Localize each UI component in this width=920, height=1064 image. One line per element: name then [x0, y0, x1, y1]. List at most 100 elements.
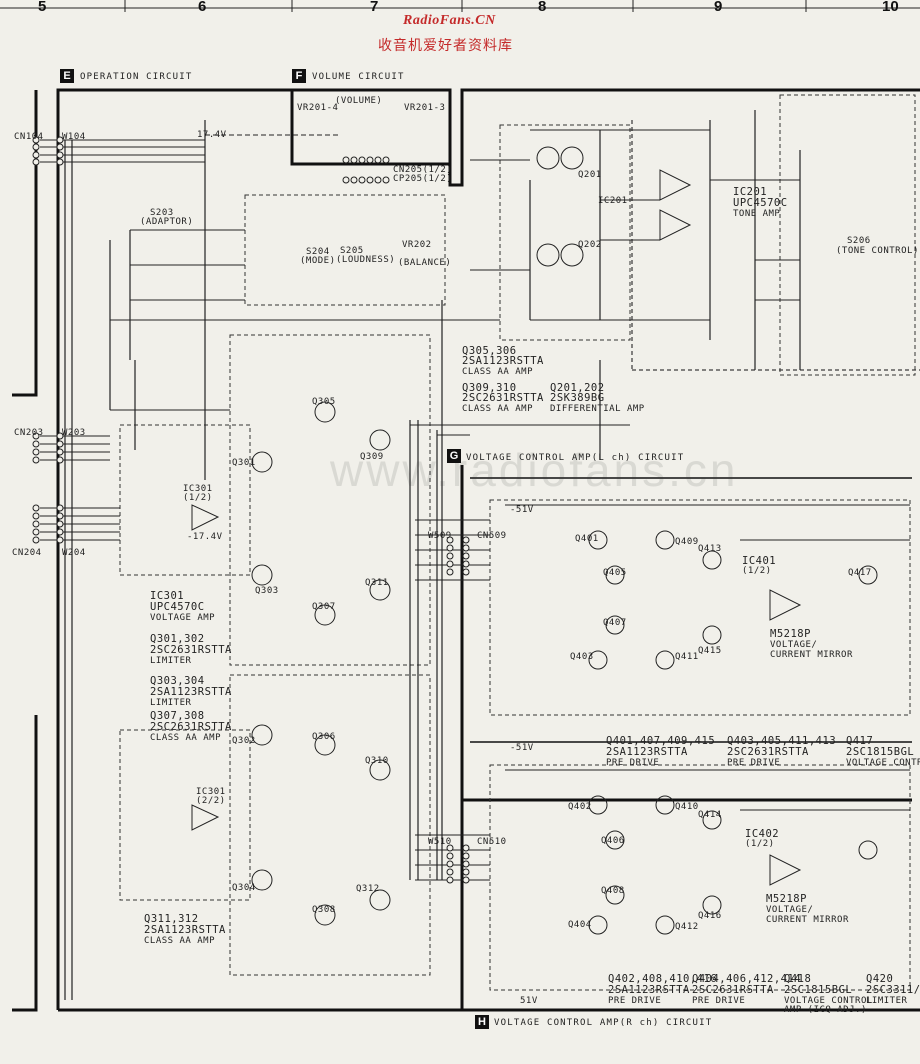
grid-col-6: 6 — [198, 0, 207, 15]
q305-306-label: Q305,306 — [462, 345, 517, 357]
q311-312-part: 2SA1123RSTTA — [144, 924, 226, 936]
ic401-half: (1/2) — [742, 566, 772, 576]
ic401-part: M5218P — [770, 628, 811, 640]
q301-302-func: LIMITER — [150, 656, 192, 666]
q417-func: VOLTAGE CONTROL — [846, 758, 920, 768]
q418-func1: VOLTAGE CONTROL — [784, 996, 873, 1006]
q309-310-func: CLASS AA AMP — [462, 404, 534, 414]
q310-label: Q310 — [365, 756, 389, 766]
ic201-func: TONE AMP — [733, 209, 781, 219]
q401-group-part: 2SA1123RSTTA — [606, 746, 688, 758]
q409-label: Q409 — [675, 537, 699, 547]
volume-pot-label: (VOLUME) — [335, 96, 383, 106]
q304-label: Q304 — [232, 883, 256, 893]
section-tag-g: G — [447, 449, 461, 463]
ic402-half: (1/2) — [745, 839, 775, 849]
w510-label: W510 — [428, 837, 452, 847]
q305-306-part: 2SA1123RSTTA — [462, 355, 544, 367]
q404-group-part: 2SC2631RSTTA — [692, 984, 774, 996]
loudness-label: (LOUDNESS) — [336, 255, 396, 265]
q413-label: Q413 — [698, 544, 722, 554]
q402-group-part: 2SA1123RSTTA — [608, 984, 690, 996]
q410-label: Q410 — [675, 802, 699, 812]
w204-label: W204 — [62, 548, 86, 558]
section-title-volume: VOLUME CIRCUIT — [312, 72, 405, 82]
q401-group-label: Q401,407,409,415 — [606, 735, 716, 747]
section-title-operation: OPERATION CIRCUIT — [80, 72, 193, 82]
q404-group-label: Q404,406,412,414 — [692, 973, 802, 985]
q402-label: Q402 — [568, 802, 592, 812]
q301-302-label: Q301,302 — [150, 633, 205, 645]
cn104-label: CN104 — [14, 132, 44, 142]
mode-label: (MODE) — [300, 256, 336, 266]
q307-label: Q307 — [312, 602, 336, 612]
q303-304-func: LIMITER — [150, 698, 192, 708]
q202-label: Q202 — [578, 240, 602, 250]
q420-label: Q420 — [866, 973, 894, 985]
q420-func: LIMITER — [866, 996, 908, 1006]
s203-func: (ADAPTOR) — [140, 217, 194, 227]
ic402-func2: CURRENT MIRROR — [766, 915, 849, 925]
q403-group-label: Q403,405,411,413 — [727, 735, 837, 747]
ic301a-half: (1/2) — [183, 493, 213, 503]
vr202-label: VR202 — [402, 240, 432, 250]
q201-202-part: 2SK389BG — [550, 392, 605, 404]
ic201-part: UPC4570C — [733, 197, 788, 209]
s206-label: S206 — [847, 236, 871, 246]
q412-label: Q412 — [675, 922, 699, 932]
tone-control-label: (TONE CONTROL) — [836, 246, 919, 256]
q414-label: Q414 — [698, 810, 722, 820]
supply-minus-174: -17.4V — [187, 532, 223, 542]
s204-label: S204 — [306, 247, 330, 257]
q201-202-label: Q201,202 — [550, 382, 605, 394]
q307-308-part: 2SC2631RSTTA — [150, 721, 232, 733]
ic401-func2: CURRENT MIRROR — [770, 650, 853, 660]
q302-label: Q302 — [232, 736, 256, 746]
q403-label: Q403 — [570, 652, 594, 662]
watermark-faint: www.radiofans.cn — [330, 444, 739, 496]
ic301a-label: IC301 — [183, 484, 213, 494]
supply-51-r: 51V — [520, 996, 538, 1006]
w203-label: W203 — [62, 428, 86, 438]
ic201-ref: IC201 — [598, 196, 628, 206]
section-title-vca-r: VOLTAGE CONTROL AMP(R ch) CIRCUIT — [494, 1018, 713, 1028]
section-title-vca-l: VOLTAGE CONTROL AMP(L ch) CIRCUIT — [466, 453, 685, 463]
grid-col-10: 10 — [882, 0, 899, 15]
q406-label: Q406 — [601, 836, 625, 846]
ic301-label: IC301 — [150, 590, 185, 602]
cn510-label: CN510 — [477, 837, 507, 847]
cn203-label: CN203 — [14, 428, 44, 438]
q415-label: Q415 — [698, 646, 722, 656]
grid-col-5: 5 — [38, 0, 47, 15]
q403-group-part: 2SC2631RSTTA — [727, 746, 809, 758]
ic402-ref: IC402 — [745, 828, 780, 840]
cn205-label: CN205(1/2) — [393, 165, 453, 175]
q201-label: Q201 — [578, 170, 602, 180]
q401-group-func: PRE DRIVE — [606, 758, 660, 768]
q306-label: Q306 — [312, 732, 336, 742]
q301-label: Q301 — [232, 458, 256, 468]
q307-308-label: Q307,308 — [150, 710, 205, 722]
cn509-label: CN509 — [477, 531, 507, 541]
cn204-label: CN204 — [12, 548, 42, 558]
q305-label: Q305 — [312, 397, 336, 407]
q201-202-func: DIFFERENTIAL AMP — [550, 404, 645, 414]
q418-func2: AMP (ICQ ADJ.) — [784, 1005, 867, 1015]
q416-label: Q416 — [698, 911, 722, 921]
s205-label: S205 — [340, 246, 364, 256]
watermark-site: RadioFans.CN — [403, 13, 496, 28]
q403-group-func: PRE DRIVE — [727, 758, 781, 768]
vr201-3-label: VR201-3 — [404, 103, 446, 113]
q411-label: Q411 — [675, 652, 699, 662]
grid-col-8: 8 — [538, 0, 547, 15]
q311-312-label: Q311,312 — [144, 913, 199, 925]
q401-label: Q401 — [575, 534, 599, 544]
section-tag-e: E — [60, 69, 74, 83]
ic301b-half: (2/2) — [196, 796, 226, 806]
balance-label: (BALANCE) — [398, 258, 452, 268]
s203-label: S203 — [150, 208, 174, 218]
q404-group-func: PRE DRIVE — [692, 996, 746, 1006]
supply-plus-174: 17.4V — [197, 130, 227, 140]
ic402-func1: VOLTAGE/ — [766, 905, 814, 915]
